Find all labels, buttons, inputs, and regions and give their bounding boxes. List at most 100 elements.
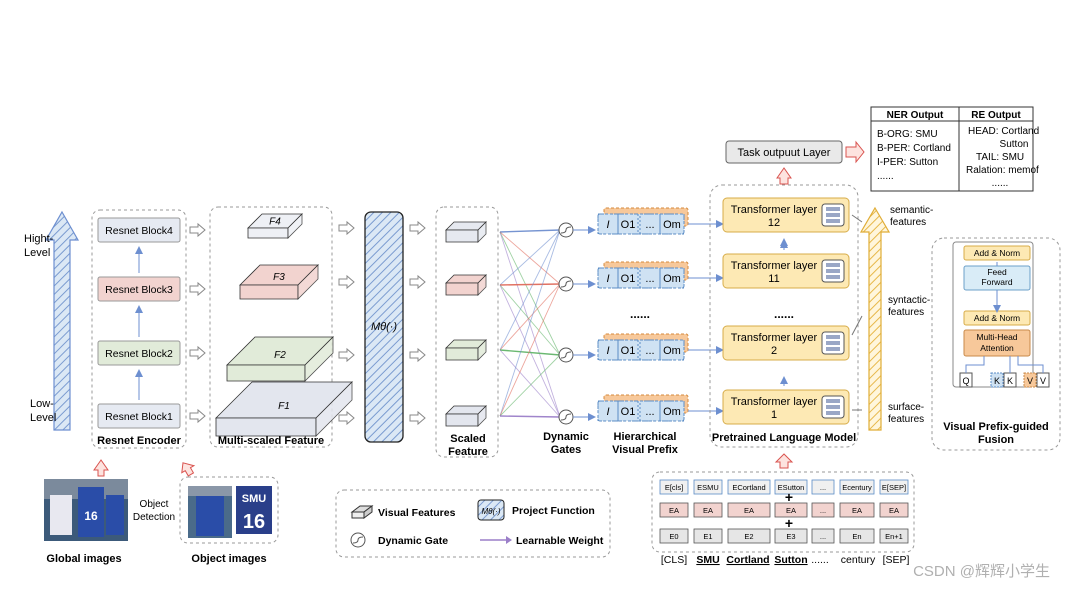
low-level-label: Level xyxy=(30,412,56,424)
global-image: 16 xyxy=(44,479,128,541)
prefix-title-2: Visual Prefix xyxy=(612,444,679,456)
task-output-label: Task outpuut Layer xyxy=(738,147,831,159)
prefix-token: ... xyxy=(645,273,654,285)
learnable-weight-line xyxy=(499,229,561,351)
embedding-label: EA xyxy=(669,506,679,515)
prefix-token: ... xyxy=(645,406,654,418)
input-token: Cortland xyxy=(726,554,769,566)
embedding-label: E3 xyxy=(786,532,795,541)
feed-forward-label-1: Feed xyxy=(987,267,1007,277)
detection-label-1: Object xyxy=(140,499,169,510)
embedding-label: ... xyxy=(820,483,826,492)
prefix-token: I xyxy=(606,345,609,357)
scaled-frame xyxy=(435,206,499,458)
legend-visual-features: Visual Features xyxy=(378,507,456,519)
qkv-box xyxy=(990,372,1004,388)
scaled-feature-box xyxy=(445,339,487,361)
transformer-layer-index: 12 xyxy=(768,217,780,229)
add-norm-top-label: Add & Norm xyxy=(974,248,1020,258)
scaled-feature-box xyxy=(445,274,487,296)
right-arrow-icon xyxy=(409,220,426,236)
qkv-label: K xyxy=(1007,376,1013,386)
embedding-cell xyxy=(774,528,808,544)
surface-features-label: features xyxy=(888,414,924,425)
jersey-number: 16 xyxy=(243,511,265,533)
task-output-layer: Task outpuut Layer xyxy=(725,140,865,185)
embedding-label: En+1 xyxy=(885,532,903,541)
input-token: [SEP] xyxy=(883,554,910,566)
right-arrow-icon xyxy=(189,408,206,424)
plus-icon: + xyxy=(785,515,793,531)
prefix-token: Om xyxy=(663,345,681,357)
dynamic-gates xyxy=(558,222,596,425)
embedding-cell xyxy=(727,479,771,495)
embedding-label: ESutton xyxy=(778,483,805,492)
task-output-box xyxy=(725,140,843,164)
projector: Mθ(·) xyxy=(364,211,404,443)
plm-title: Pretrained Language Model xyxy=(712,432,856,444)
feature-map-f1: F1 xyxy=(215,381,353,437)
images-section: 16 Global images Object Detection SMU 16… xyxy=(44,459,279,565)
multiscale-title: Multi-scaled Feature xyxy=(218,435,324,447)
object-images-label: Object images xyxy=(191,553,266,565)
right-arrow-icon xyxy=(338,347,355,363)
re-output-header: RE Output xyxy=(971,110,1021,121)
semantic-features-label: semantic- xyxy=(890,205,933,216)
scaled-title-1: Scaled xyxy=(450,433,485,445)
transformer-layer-label: Transformer layer xyxy=(731,260,818,272)
prefix-ellipsis: ...... xyxy=(630,307,650,321)
high-level-label: Level xyxy=(24,247,50,259)
fusion-title-2: Fusion xyxy=(978,434,1014,446)
embedding-cell xyxy=(839,528,875,544)
feature-map-f3: F3 xyxy=(239,264,319,300)
scaled-feature-box xyxy=(445,221,487,243)
embedding-label: ... xyxy=(820,532,826,541)
object-image-player xyxy=(188,486,232,538)
resnet-block xyxy=(97,276,181,302)
embedding-cell xyxy=(727,528,771,544)
scaled-feature-box xyxy=(445,405,487,427)
scaled-title-2: Feature xyxy=(448,446,488,458)
syntactic-features-label: features xyxy=(888,307,924,318)
high-level-label: Hight- xyxy=(24,233,54,245)
learnable-weight-line xyxy=(499,231,561,418)
embedding-label: EA xyxy=(852,506,862,515)
right-arrow-icon xyxy=(409,410,426,426)
object-image-jersey: SMU 16 xyxy=(236,486,272,534)
right-arrow-icon xyxy=(338,274,355,290)
level-axis xyxy=(44,210,80,431)
prefix-token: O1 xyxy=(621,273,636,285)
input-token: SMU xyxy=(696,554,719,566)
embedding-cell xyxy=(693,502,723,518)
feature-arrow-icon xyxy=(859,206,891,431)
projector-block xyxy=(364,211,404,443)
visual-features-legend-icon xyxy=(350,505,374,519)
dynamic-gate-icon xyxy=(558,347,596,363)
gates-title-2: Gates xyxy=(551,444,582,456)
embedding-cell xyxy=(659,528,689,544)
embedding-label: E[SEP] xyxy=(882,483,906,492)
project-function-legend-icon xyxy=(477,499,505,521)
dynamic-gate-legend-icon xyxy=(350,532,366,548)
transformer-layer-label: Transformer layer xyxy=(731,204,818,216)
embedding-cell xyxy=(774,479,808,495)
re-output-line: Ralation: memof xyxy=(966,165,1039,176)
qkv-label: K xyxy=(994,376,1000,386)
re-output-line: ...... xyxy=(992,178,1009,189)
learnable-weight-line xyxy=(499,283,561,417)
embedding-label: ECortland xyxy=(732,483,765,492)
learnable-weight-line xyxy=(499,229,561,286)
fusion-frame xyxy=(931,237,1061,451)
qkv-box xyxy=(1023,372,1037,388)
prefix-token: ... xyxy=(645,219,654,231)
embedding-label: EA xyxy=(703,506,713,515)
learnable-weight-line xyxy=(499,283,561,286)
embedding-cell xyxy=(811,528,835,544)
learnable-weight-line xyxy=(499,354,561,417)
embedding-cell xyxy=(693,479,723,495)
